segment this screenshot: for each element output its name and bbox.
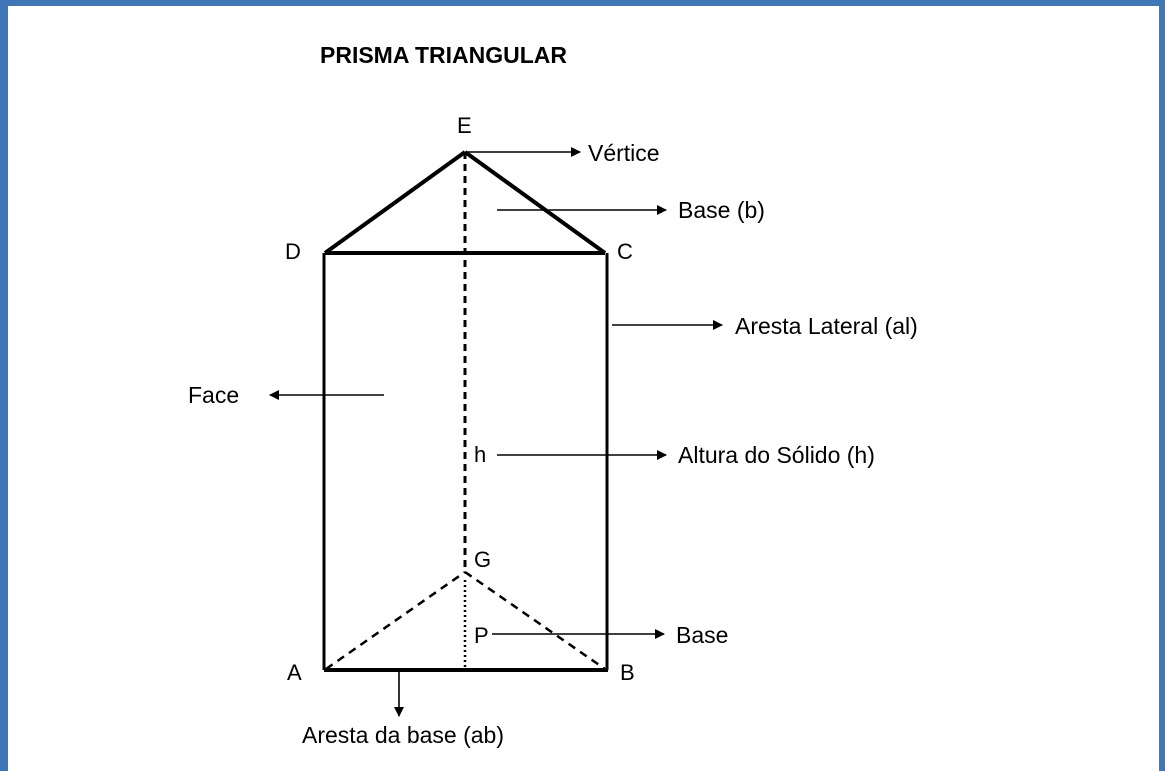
annotation-base-bottom: Base xyxy=(676,622,728,648)
annotation-base-edge: Aresta da base (ab) xyxy=(302,722,504,748)
hidden-edge-AG xyxy=(325,570,466,671)
point-label-P: P xyxy=(474,623,489,648)
vertex-label-A: A xyxy=(287,660,302,685)
vertex-label-G: G xyxy=(474,547,491,572)
annotation-face: Face xyxy=(188,382,239,408)
vertex-label-D: D xyxy=(285,239,301,264)
annotation-arrows xyxy=(269,147,723,717)
annotation-vertex: Vértice xyxy=(588,140,660,166)
vertex-label-E: E xyxy=(457,113,472,138)
edge-EC xyxy=(463,150,607,255)
hidden-edge-GB xyxy=(464,570,606,671)
diagram-title: PRISMA TRIANGULAR xyxy=(320,42,567,68)
annotation-lateral-edge: Aresta Lateral (al) xyxy=(735,313,918,339)
prism-hidden-edges xyxy=(325,152,606,671)
edge-DE xyxy=(323,150,467,255)
annotation-height: Altura do Sólido (h) xyxy=(678,442,875,468)
vertex-label-C: C xyxy=(617,239,633,264)
height-label-h: h xyxy=(474,442,486,467)
vertex-label-B: B xyxy=(620,660,635,685)
annotation-base-top: Base (b) xyxy=(678,197,765,223)
